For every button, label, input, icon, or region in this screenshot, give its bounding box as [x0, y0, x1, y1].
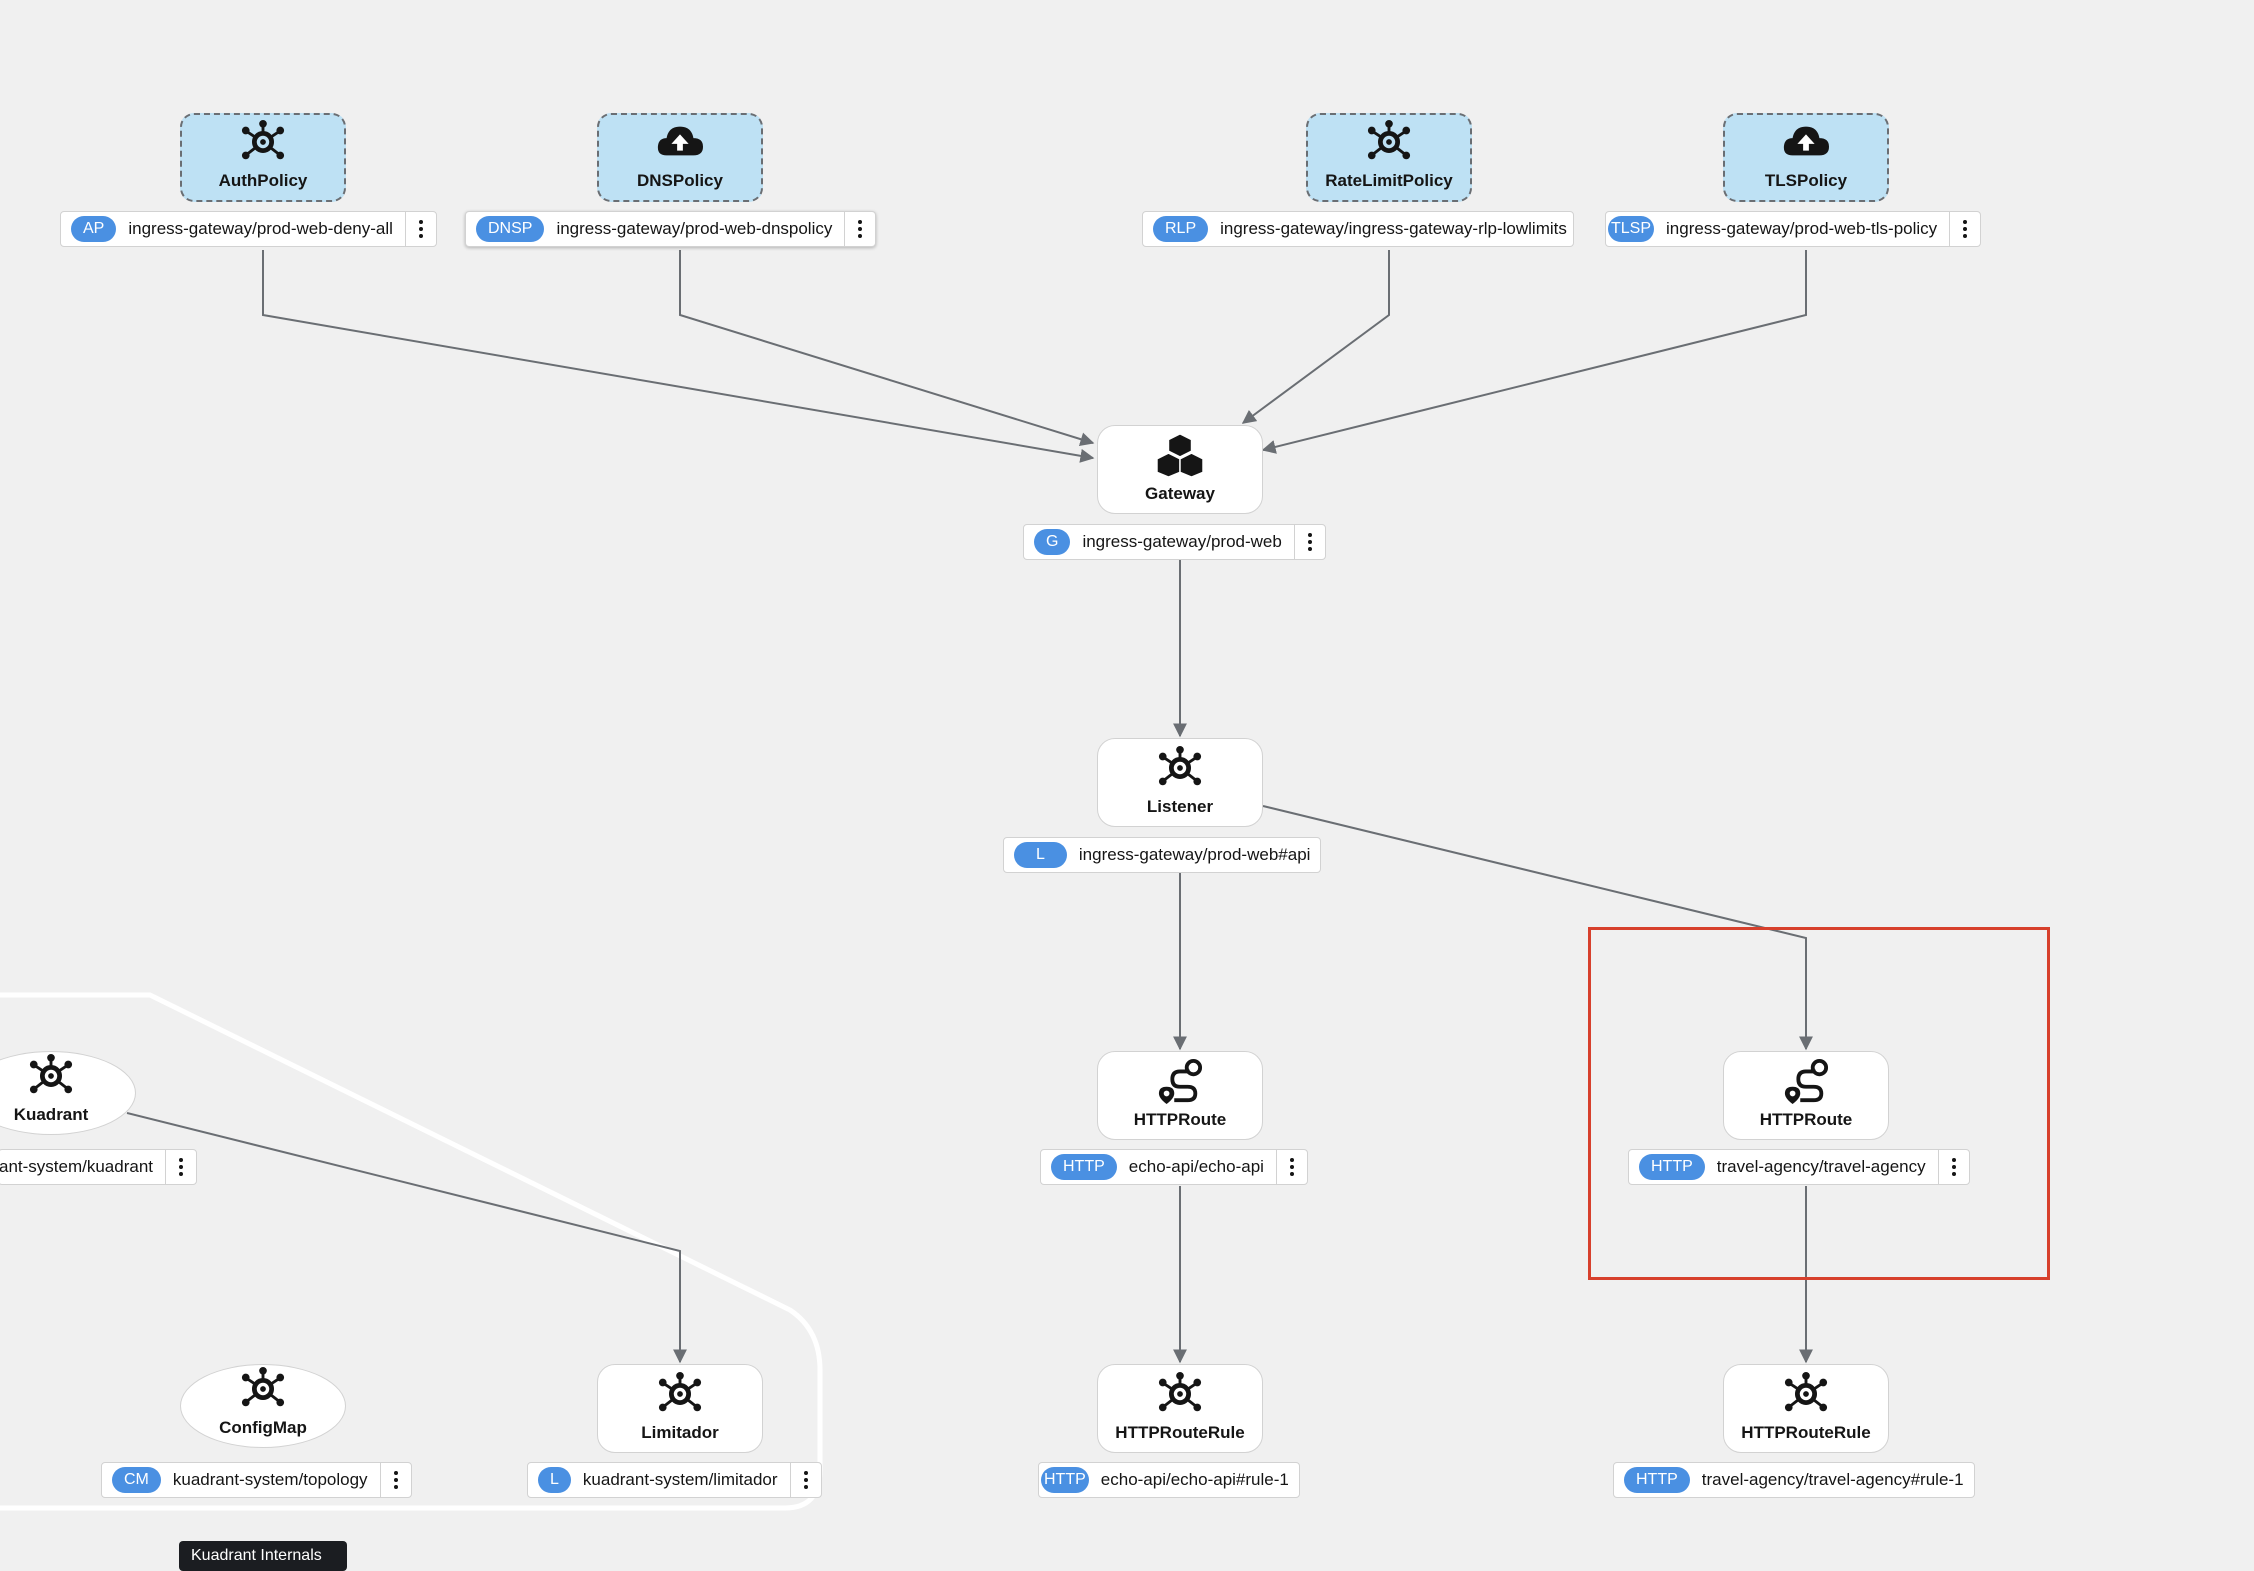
resource-name: echo-api/echo-api#rule-1 [1100, 1470, 1289, 1489]
kind-badge: RLP [1153, 216, 1209, 242]
dnspolicy-label[interactable]: DNSP ingress-gateway/prod-web-dnspolicy [465, 211, 877, 247]
hub-icon [651, 1371, 709, 1417]
configmap-node[interactable]: ConfigMap [180, 1364, 346, 1448]
listener-node[interactable]: Listener [1097, 738, 1263, 827]
httproute-echo-node[interactable]: HTTPRoute [1097, 1051, 1263, 1140]
authpolicy-node[interactable]: AuthPolicy [180, 113, 346, 202]
kebab-menu-icon[interactable] [379, 1463, 411, 1497]
kind-badge: L [538, 1467, 571, 1493]
ratelimitpolicy-node[interactable]: RateLimitPolicy [1306, 113, 1472, 202]
node-name: HTTPRouteRule [1115, 1423, 1245, 1442]
node-name: Listener [1146, 797, 1214, 816]
hub-icon [1151, 745, 1209, 791]
kuadrant-node[interactable]: Kuadrant [0, 1051, 136, 1135]
resource-name: kuadrant-system/limitador [582, 1470, 778, 1489]
httproute-echo-label[interactable]: HTTP echo-api/echo-api [1040, 1149, 1308, 1185]
kind-badge: AP [71, 216, 117, 242]
selection-highlight [1588, 927, 2050, 1280]
edge-authpolicy-gateway [262, 250, 1095, 463]
limitador-node[interactable]: Limitador [597, 1364, 763, 1453]
kebab-menu-icon[interactable] [789, 1463, 821, 1497]
resource-name: ant-system/kuadrant [0, 1157, 154, 1176]
kuadrant-label[interactable]: ant-system/kuadrant [0, 1149, 198, 1185]
node-name: Limitador [641, 1423, 719, 1442]
node-name: ConfigMap [219, 1418, 307, 1437]
node-name: TLSPolicy [1764, 171, 1848, 190]
hub-icon [1360, 119, 1418, 165]
resource-name: travel-agency/travel-agency [1716, 1157, 1926, 1176]
node-name: HTTPRoute [1133, 1110, 1227, 1129]
group-outline [0, 992, 823, 1511]
configmap-label[interactable]: CM kuadrant-system/topology [101, 1462, 412, 1498]
httprouterule-travel-node[interactable]: HTTPRouteRule [1723, 1364, 1889, 1453]
ratelimitpolicy-label[interactable]: RLP ingress-gateway/ingress-gateway-rlp-… [1142, 211, 1574, 247]
edge-ratelimitpolicy-gateway [1241, 250, 1390, 424]
httproute-travel-node[interactable]: HTTPRoute [1723, 1051, 1889, 1140]
cubes-icon [1151, 432, 1209, 478]
resource-name: ingress-gateway/prod-web-dnspolicy [556, 219, 833, 238]
node-name: Kuadrant [13, 1105, 89, 1124]
gateway-label[interactable]: G ingress-gateway/prod-web [1023, 524, 1326, 560]
hub-icon [234, 119, 292, 165]
kind-badge: TLSP [1608, 216, 1655, 242]
kebab-menu-icon[interactable] [1937, 1150, 1969, 1184]
hub-icon [1151, 1371, 1209, 1417]
cloud-upload-icon [651, 119, 709, 165]
resource-name: ingress-gateway/ingress-gateway-rlp-lowl… [1220, 219, 1567, 238]
edge-kuadrant-limitador [126, 1112, 687, 1364]
kebab-menu-icon[interactable] [404, 212, 436, 246]
listener-label[interactable]: L ingress-gateway/prod-web#api [1003, 837, 1322, 873]
kebab-menu-icon[interactable] [844, 212, 875, 246]
resource-name: kuadrant-system/topology [172, 1470, 368, 1489]
limitador-label[interactable]: L kuadrant-system/limitador [527, 1462, 822, 1498]
tlspolicy-node[interactable]: TLSPolicy [1723, 113, 1889, 202]
node-name: HTTPRoute [1759, 1110, 1853, 1129]
resource-name: ingress-gateway/prod-web-deny-all [128, 219, 393, 238]
kind-badge: L [1014, 842, 1067, 868]
tlspolicy-label[interactable]: TLSP ingress-gateway/prod-web-tls-policy [1605, 211, 1982, 247]
node-name: Gateway [1145, 484, 1215, 503]
hub-icon [234, 1366, 292, 1412]
resource-name: echo-api/echo-api [1128, 1157, 1264, 1176]
httprouterule-travel-label[interactable]: HTTP travel-agency/travel-agency#rule-1 [1613, 1462, 1975, 1498]
kebab-menu-icon[interactable] [1293, 525, 1325, 559]
edge-listener-httproute-travel [1262, 805, 1813, 1051]
kebab-menu-icon[interactable] [1275, 1150, 1307, 1184]
httproute-travel-label[interactable]: HTTP travel-agency/travel-agency [1628, 1149, 1970, 1185]
authpolicy-label[interactable]: AP ingress-gateway/prod-web-deny-all [60, 211, 437, 247]
node-name: DNSPolicy [637, 171, 723, 190]
resource-name: ingress-gateway/prod-web#api [1078, 845, 1311, 864]
node-name: RateLimitPolicy [1325, 171, 1453, 190]
kebab-menu-icon[interactable] [1949, 212, 1980, 246]
resource-name: ingress-gateway/prod-web-tls-policy [1666, 219, 1938, 238]
cloud-upload-icon [1777, 119, 1835, 165]
group-tooltip: Kuadrant Internals [179, 1541, 347, 1571]
hub-icon [1777, 1371, 1835, 1417]
kind-badge: HTTP [1639, 1154, 1705, 1180]
kind-badge: CM [112, 1467, 161, 1493]
route-icon [1151, 1058, 1209, 1104]
node-name: AuthPolicy [218, 171, 308, 190]
kind-badge: DNSP [476, 216, 545, 242]
edge-tlspolicy-gateway [1261, 250, 1807, 454]
gateway-node[interactable]: Gateway [1097, 425, 1263, 514]
hub-icon [22, 1053, 80, 1099]
kind-badge: HTTP [1051, 1154, 1117, 1180]
resource-name: ingress-gateway/prod-web [1082, 532, 1282, 551]
kind-badge: G [1034, 529, 1071, 555]
dnspolicy-node[interactable]: DNSPolicy [597, 113, 763, 202]
kebab-menu-icon[interactable] [165, 1150, 196, 1184]
node-name: HTTPRouteRule [1741, 1423, 1871, 1442]
httprouterule-echo-label[interactable]: HTTP echo-api/echo-api#rule-1 [1038, 1462, 1300, 1498]
kind-badge: HTTP [1624, 1467, 1690, 1493]
httprouterule-echo-node[interactable]: HTTPRouteRule [1097, 1364, 1263, 1453]
edge-dnspolicy-gateway [679, 250, 1095, 446]
resource-name: travel-agency/travel-agency#rule-1 [1701, 1470, 1964, 1489]
kind-badge: HTTP [1041, 1467, 1089, 1493]
